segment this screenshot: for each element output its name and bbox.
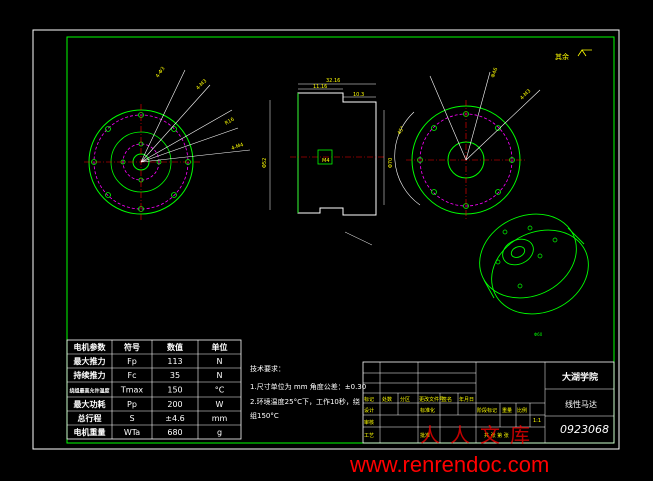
technical-notes: 技术要求： 1.尺寸单位为 mm 角度公差：±0.30 2.环境温度25°C下，… xyxy=(250,364,366,420)
roughness-label: 其余 xyxy=(555,52,569,61)
watermark-url: www.renrendoc.com xyxy=(349,452,549,477)
dim-top-a: 32.16 xyxy=(326,78,340,84)
svg-text:Φ60: Φ60 xyxy=(534,332,543,337)
spec-cell: 最大推力 xyxy=(74,356,106,366)
tb-sheet: 共 张 第 张 xyxy=(484,432,509,439)
inner-frame xyxy=(66,36,615,444)
watermark-cn: 人人文库 xyxy=(420,424,540,447)
notes-line-1: 1.尺寸单位为 mm 角度公差：±0.30 xyxy=(250,382,366,391)
spec-cell: 最大功耗 xyxy=(74,399,106,409)
spec-cell: 总行程 xyxy=(78,413,102,423)
tb-design: 设计 xyxy=(364,407,374,414)
tb-row-label-3: 更改文件号 xyxy=(419,396,444,403)
tb-drawing-name: 线性马达 xyxy=(565,399,597,409)
tb-row-label-4: 签名 xyxy=(442,396,452,403)
tb-weight: 重量 xyxy=(502,407,512,414)
tb-scale-value: 1:1 xyxy=(533,418,541,424)
right-circular-view: Φ46 4-M3 45° xyxy=(394,67,541,220)
spec-cell: °C xyxy=(215,386,225,395)
spec-cell: Fc xyxy=(128,371,137,380)
spec-cell: Pp xyxy=(127,400,137,409)
spec-cell: mm xyxy=(212,414,228,423)
tb-approve: 批准 xyxy=(420,432,430,439)
spec-cell: WTa xyxy=(124,428,140,437)
spec-cell: N xyxy=(217,357,223,366)
outer-frame xyxy=(32,29,620,450)
spec-header-cell: 电机参数 xyxy=(74,342,107,352)
left-circular-view: 4-Φ3 4-M3 R16 4-M4 xyxy=(84,66,251,220)
notes-title: 技术要求： xyxy=(250,364,285,373)
tb-standard: 标准化 xyxy=(420,407,435,414)
dim-right: Φ70 xyxy=(388,158,394,168)
spec-cell: S xyxy=(129,414,134,423)
tb-scale: 比例 xyxy=(517,407,527,414)
spec-cell: 150 xyxy=(167,386,182,395)
tb-stage: 阶段标记 xyxy=(477,407,497,414)
spec-cell: 200 xyxy=(167,400,182,409)
tb-row-label-5: 年月日 xyxy=(459,396,474,403)
tb-row-label-1: 处数 xyxy=(382,396,392,403)
tb-school: 大湖学院 xyxy=(562,371,598,383)
tb-review: 审核 xyxy=(364,419,374,426)
spec-cell: 680 xyxy=(167,428,182,437)
svg-text:4-Φ3: 4-Φ3 xyxy=(155,66,167,79)
isometric-view: Φ60 xyxy=(479,213,589,337)
dim-left: Φ52 xyxy=(262,158,268,168)
spec-cell: 113 xyxy=(167,357,182,366)
spec-header-cell: 数值 xyxy=(167,342,183,352)
spec-cell: N xyxy=(217,371,223,380)
dim-top-b: 11.16 xyxy=(313,84,327,90)
spec-cell: W xyxy=(216,400,224,409)
spec-cell: 35 xyxy=(170,371,180,380)
spec-cell: Fp xyxy=(127,357,137,366)
svg-text:45°: 45° xyxy=(397,125,407,136)
spec-cell: 电机重量 xyxy=(74,427,106,437)
middle-section-view: 32.16 11.16 10.3 Φ52 Φ70 M4 xyxy=(262,78,394,246)
svg-text:Φ46: Φ46 xyxy=(490,67,499,79)
spec-cell: g xyxy=(217,428,222,437)
watermark: 人人文库 www.renrendoc.com xyxy=(349,424,549,477)
spec-header-cell: 符号 xyxy=(124,342,140,352)
roughness-note: 其余 xyxy=(555,49,592,61)
tb-drawing-number: 0923068 xyxy=(560,423,609,436)
dim-top-c: 10.3 xyxy=(353,92,364,98)
spec-cell: 绕组最高允许温度 xyxy=(69,388,110,395)
tb-process: 工艺 xyxy=(364,433,374,439)
notes-line-3: 组150°C xyxy=(250,411,279,420)
svg-text:4-M4: 4-M4 xyxy=(231,142,245,152)
svg-text:R16: R16 xyxy=(224,117,236,127)
spec-header-cell: 单位 xyxy=(212,342,228,352)
spec-cell: Tmax xyxy=(120,386,144,395)
tb-row-label-0: 标记 xyxy=(364,396,374,403)
dim-inner: M4 xyxy=(322,158,330,164)
title-block: 标记 处数 分区 更改文件号 签名 年月日 设计 标准化 阶段标记 重量 比例 … xyxy=(362,361,615,444)
spec-cell: 持续推力 xyxy=(74,370,106,380)
spec-cell: ±4.6 xyxy=(165,414,184,423)
notes-line-2: 2.环境温度25°C下，工作10秒，绕 xyxy=(250,397,360,406)
tb-row-label-2: 分区 xyxy=(400,396,410,403)
